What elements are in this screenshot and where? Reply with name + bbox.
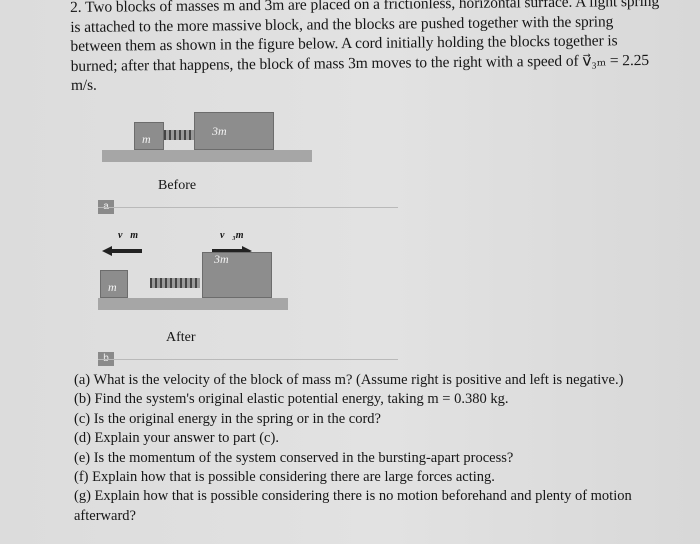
after-spring (150, 278, 200, 288)
before-block-3m (194, 112, 274, 150)
divider-b (98, 359, 398, 360)
question-e: (e) Is the momentum of the system conser… (74, 449, 514, 466)
question-f: (f) Explain how that is possible conside… (74, 469, 495, 486)
velocity-label-3m: v⃗₃m (220, 230, 244, 241)
before-label-3m: 3m (212, 124, 227, 138)
before-label-m: m (142, 132, 151, 146)
before-block-m (134, 122, 164, 150)
velocity-label-m: v⃗m (118, 230, 138, 241)
question-g: (g) Explain how that is possible conside… (74, 488, 632, 505)
before-spring (164, 130, 194, 140)
question-d: (d) Explain your answer to part (c). (74, 430, 279, 447)
question-a: (a) What is the velocity of the block of… (74, 372, 624, 388)
divider-a (98, 207, 398, 208)
after-caption: After (166, 330, 196, 345)
question-list: (a) What is the velocity of the block of… (74, 371, 694, 526)
before-caption: Before (158, 178, 197, 193)
before-surface (102, 150, 312, 162)
after-label-3m: 3m (214, 252, 229, 266)
after-surface (98, 298, 288, 310)
after-label-m: m (108, 280, 117, 294)
question-b: (b) Find the system's original elastic p… (74, 391, 509, 408)
problem-statement: 2. Two blocks of masses m and 3m are pla… (70, 0, 691, 95)
question-c: (c) Is the original energy in the spring… (74, 410, 381, 427)
after-block-m (100, 270, 128, 298)
arrow-left-icon (102, 246, 142, 256)
blocks-figure: m 3m Before a v⃗m v⃗₃m m 3m After b (62, 112, 482, 372)
question-g-continued: afterward? (74, 507, 136, 524)
after-block-3m (202, 252, 272, 298)
